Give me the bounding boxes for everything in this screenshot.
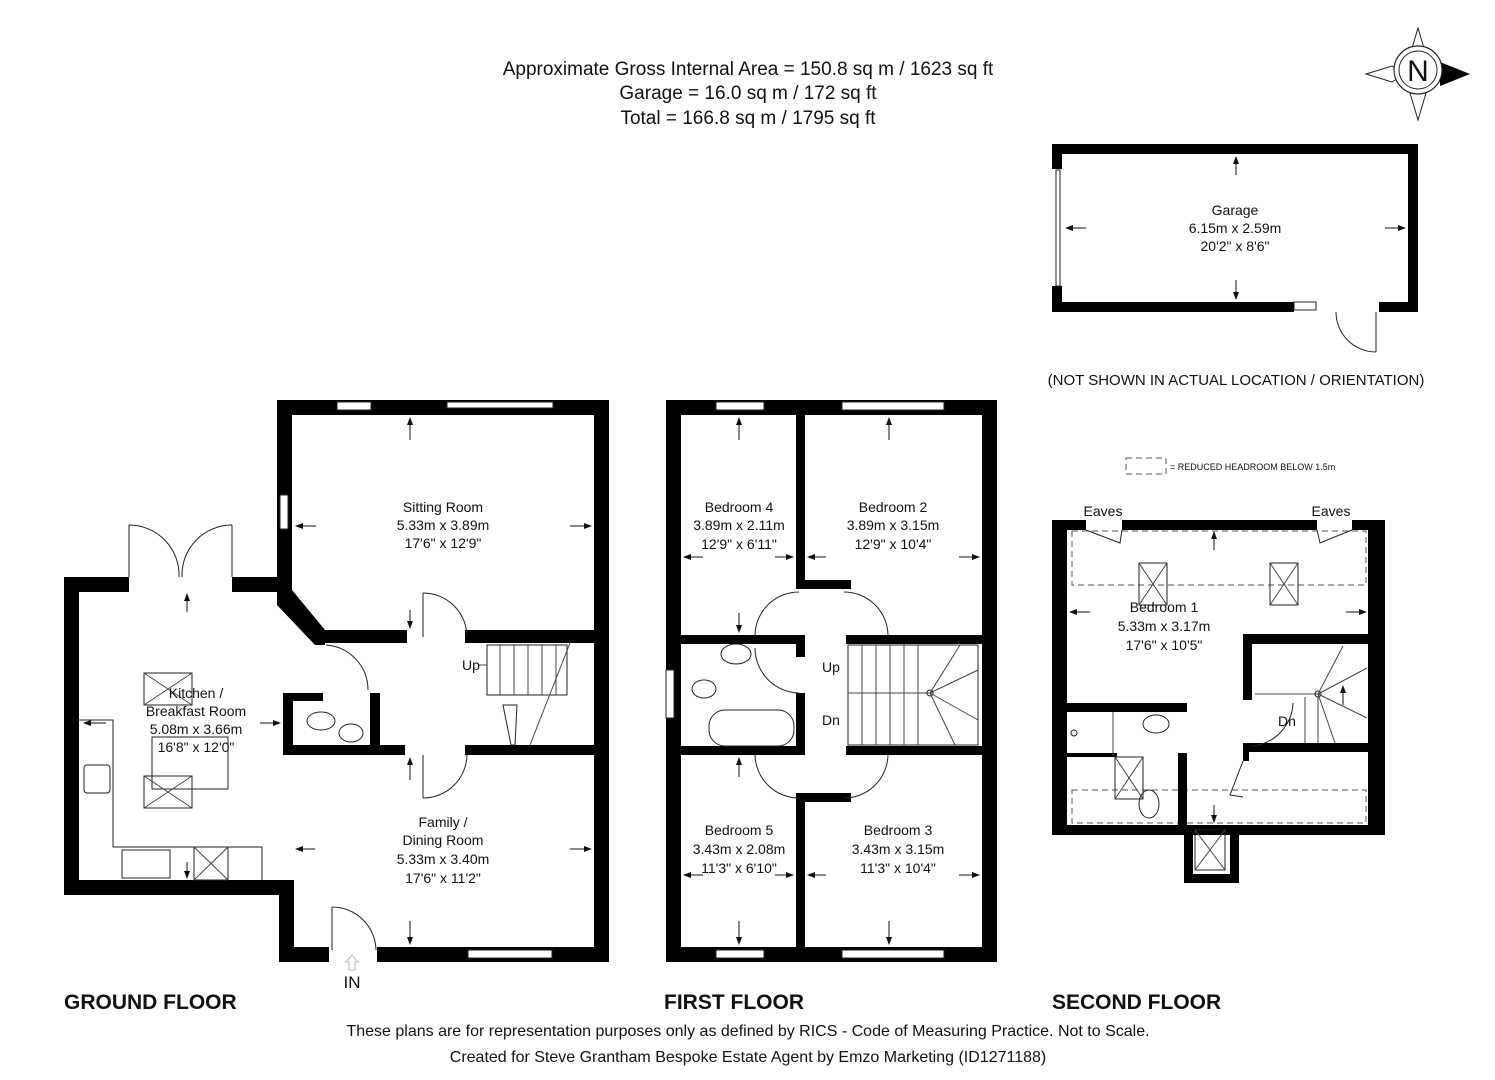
sitting-room-metric: 5.33m x 3.89m bbox=[397, 517, 490, 533]
bedroom3-name: Bedroom 3 bbox=[864, 822, 933, 838]
total-area: Total = 166.8 sq m / 1795 sq ft bbox=[620, 108, 876, 129]
bedroom1-imperial: 17'6" x 10'5" bbox=[1126, 637, 1203, 653]
sitting-room-name: Sitting Room bbox=[403, 499, 483, 515]
basin-icon bbox=[720, 643, 752, 665]
eaves-left-label: Eaves bbox=[1084, 503, 1123, 519]
kitchen-metric: 5.08m x 3.66m bbox=[150, 721, 243, 737]
kitchen-name-1: Kitchen / bbox=[169, 685, 224, 701]
bedroom5-imperial: 11'3" x 6'10" bbox=[701, 860, 777, 876]
garage-location-note: (NOT SHOWN IN ACTUAL LOCATION / ORIENTAT… bbox=[1048, 372, 1425, 389]
legend-text: = REDUCED HEADROOM BELOW 1.5m bbox=[1170, 462, 1335, 472]
garage-imperial: 20'2" x 8'6" bbox=[1201, 238, 1270, 254]
second-stairs-down-label: Dn bbox=[1278, 713, 1296, 729]
first-stairs-down-label: Dn bbox=[822, 712, 840, 728]
toilet-icon bbox=[1138, 789, 1160, 819]
dashed-box-icon bbox=[1125, 457, 1167, 475]
bedroom4-name: Bedroom 4 bbox=[705, 499, 774, 515]
shower-icon bbox=[1070, 729, 1078, 737]
gross-internal-area: Approximate Gross Internal Area = 150.8 … bbox=[503, 59, 994, 80]
toilet-icon bbox=[691, 679, 717, 699]
entrance-label: IN bbox=[344, 973, 361, 992]
first-floor-plan: Up Dn Bedroom 4 3.89m x 2.11m 12'9" x 6'… bbox=[664, 400, 997, 1014]
stairs-icon bbox=[847, 644, 979, 746]
compass-label: N bbox=[1407, 55, 1429, 88]
footer: These plans are for representation purpo… bbox=[346, 1023, 1149, 1066]
entrance-arrow-icon bbox=[344, 954, 360, 971]
garage-area: Garage = 16.0 sq m / 172 sq ft bbox=[619, 83, 877, 104]
headroom-legend: = REDUCED HEADROOM BELOW 1.5m bbox=[1125, 457, 1335, 475]
family-room-imperial: 17'6" x 11'2" bbox=[405, 870, 481, 886]
credit-text: Created for Steve Grantham Bespoke Estat… bbox=[450, 1049, 1046, 1066]
bath-icon bbox=[708, 709, 795, 747]
ground-floor-label: GROUND FLOOR bbox=[64, 991, 237, 1014]
disclaimer-text: These plans are for representation purpo… bbox=[346, 1023, 1149, 1040]
bedroom1-metric: 5.33m x 3.17m bbox=[1118, 618, 1211, 634]
first-floor-label: FIRST FLOOR bbox=[664, 991, 804, 1014]
area-summary: Approximate Gross Internal Area = 150.8 … bbox=[503, 59, 994, 129]
bedroom5-name: Bedroom 5 bbox=[705, 822, 774, 838]
sitting-room-imperial: 17'6" x 12'9" bbox=[405, 535, 482, 551]
bedroom5-metric: 3.43m x 2.08m bbox=[693, 841, 786, 857]
bedroom2-name: Bedroom 2 bbox=[859, 499, 928, 515]
bedroom2-imperial: 12'9" x 10'4" bbox=[855, 536, 932, 552]
family-room-name-2: Dining Room bbox=[403, 832, 484, 848]
bedroom4-metric: 3.89m x 2.11m bbox=[693, 517, 785, 533]
garage-metric: 6.15m x 2.59m bbox=[1189, 220, 1282, 236]
first-stairs-up-label: Up bbox=[822, 659, 840, 675]
ground-floor-plan: Up bbox=[64, 400, 609, 1014]
garage-plan: Garage 6.15m x 2.59m 20'2" x 8'6" (NOT S… bbox=[1048, 144, 1425, 389]
kitchen-imperial: 16'8" x 12'0" bbox=[158, 739, 235, 755]
kitchen-name-2: Breakfast Room bbox=[146, 703, 246, 719]
bedroom1-name: Bedroom 1 bbox=[1130, 599, 1199, 615]
hob-icon bbox=[121, 849, 171, 879]
ground-stairs-label: Up bbox=[462, 657, 480, 673]
basin-icon bbox=[1142, 714, 1170, 734]
sink-icon bbox=[83, 764, 111, 794]
bedroom3-imperial: 11'3" x 10'4" bbox=[860, 860, 936, 876]
bedroom3-metric: 3.43m x 3.15m bbox=[852, 841, 945, 857]
garage-name: Garage bbox=[1212, 202, 1259, 218]
eaves-right-label: Eaves bbox=[1312, 503, 1351, 519]
bedroom2-metric: 3.89m x 3.15m bbox=[847, 517, 940, 533]
second-floor-label: SECOND FLOOR bbox=[1052, 991, 1221, 1014]
bedroom4-imperial: 12'9" x 6'11" bbox=[701, 536, 777, 552]
family-room-name-1: Family / bbox=[419, 814, 468, 830]
second-floor-plan: Eaves Eaves Dn bbox=[1052, 503, 1385, 1014]
family-room-metric: 5.33m x 3.40m bbox=[397, 851, 490, 867]
north-arrow-compass-icon: N bbox=[1364, 26, 1470, 122]
stairs-icon bbox=[1251, 645, 1368, 747]
stairs-icon bbox=[478, 642, 571, 746]
